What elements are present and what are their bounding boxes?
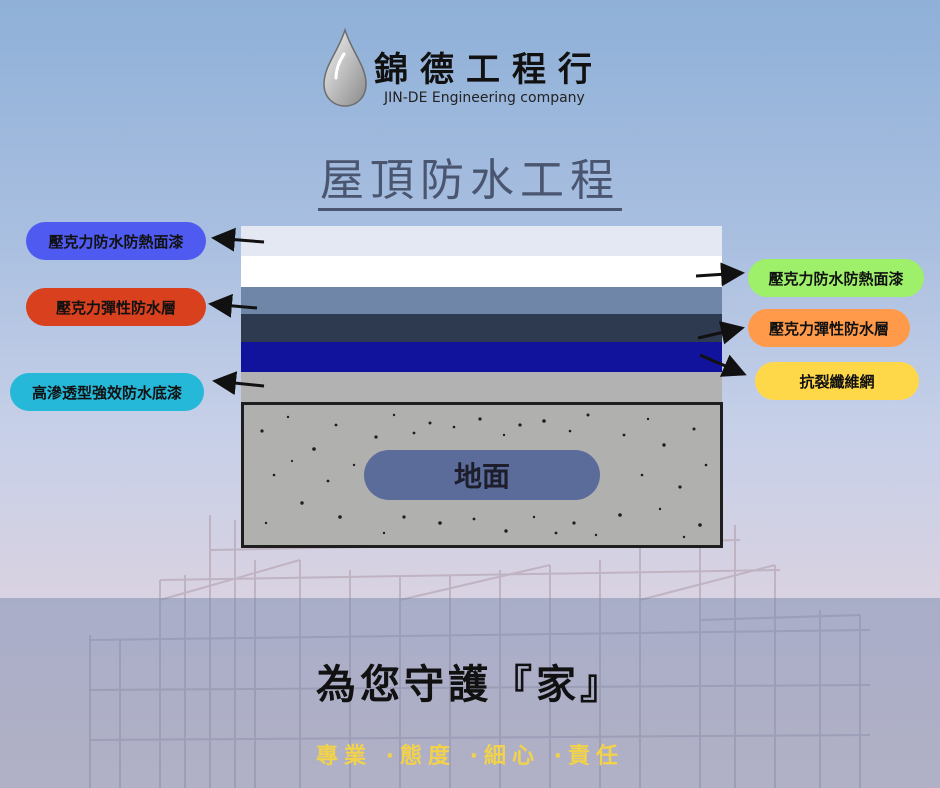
label-elastic-right: 壓克力彈性防水層 — [748, 309, 910, 347]
ground-slab: 地面 — [241, 402, 723, 548]
layer-elastic-membrane — [241, 287, 722, 314]
brand-name: 錦德工程行 — [374, 50, 604, 90]
label-elastic-left: 壓克力彈性防水層 — [26, 288, 206, 326]
label-topcoat-right: 壓克力防水防熱面漆 — [748, 259, 924, 297]
layer-topcoat — [241, 226, 722, 256]
concrete-texture — [260, 413, 708, 539]
slogan: 為您守護『家』 — [316, 661, 624, 708]
layer-topcoat-white — [241, 256, 722, 287]
ground-label: 地面 — [364, 450, 600, 500]
label-fiber-mesh-right: 抗裂纖維網 — [755, 362, 919, 400]
label-primer-left: 高滲透型強效防水底漆 — [10, 373, 204, 411]
layer-elastic-dark — [241, 314, 722, 342]
page-title: 屋頂防水工程 — [0, 144, 940, 211]
layer-primer — [241, 372, 722, 402]
layer-fiber-mesh — [241, 342, 722, 372]
water-drop-icon — [323, 28, 367, 107]
brand-name-english: JIN-DE Engineering company — [384, 90, 585, 106]
label-topcoat-left: 壓克力防水防熱面漆 — [26, 222, 206, 260]
bottom-band — [0, 598, 940, 788]
tagline: 專業 ·態度 ·細心 ·責任 — [315, 744, 625, 769]
